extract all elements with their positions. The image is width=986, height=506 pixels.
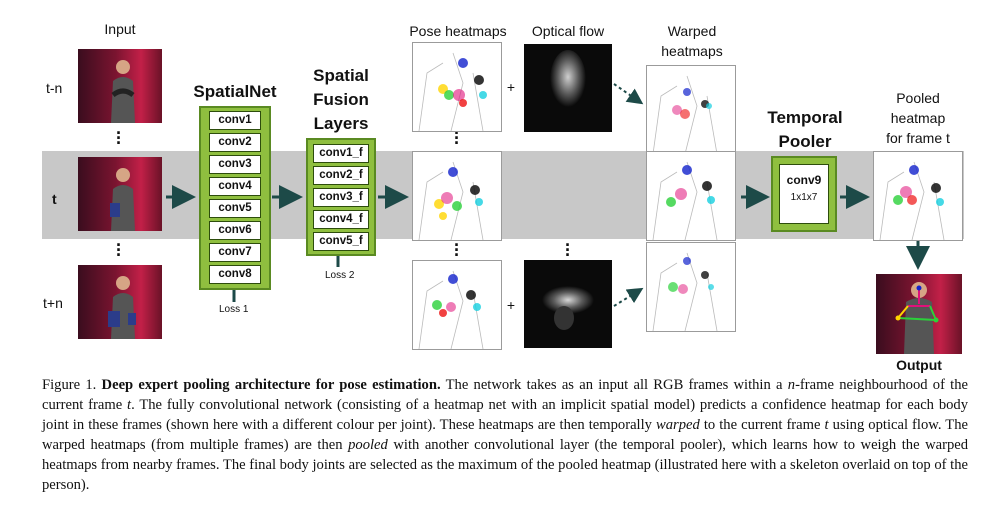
pose-heatmap-t-minus-n <box>412 42 502 132</box>
pooler-layer-label: conv9 <box>786 173 822 187</box>
fusion-block: conv1_f conv2_f conv3_f conv4_f conv5_f <box>306 138 376 256</box>
row-label-t-plus-n: t+n <box>43 295 63 311</box>
warped-heatmap-t <box>646 151 736 241</box>
caption-pooled: pooled <box>348 437 388 453</box>
pooled-heatmap <box>873 151 963 241</box>
caption-text: The network takes as an input all RGB fr… <box>445 377 783 393</box>
skeleton-overlay <box>895 282 939 354</box>
flow-field <box>550 50 586 110</box>
dashed-arrow-warp-bottom <box>613 287 644 307</box>
warped-heatmap-top <box>646 65 736 155</box>
fusion-title-1: Spatial <box>313 66 369 85</box>
optical-flow-bottom <box>524 260 612 348</box>
person-figure <box>110 168 135 231</box>
caption-text: . The fully convolutional network (consi… <box>42 397 969 433</box>
caption-text: with another convolutional layer (the te… <box>42 437 969 493</box>
pose-heatmap-t <box>412 151 502 241</box>
spatialnet-layer: conv6 <box>209 221 261 240</box>
heatmap-blobs <box>418 161 484 240</box>
spatialnet-layer: conv8 <box>209 265 261 284</box>
row-label-t-minus-n: t-n <box>46 80 63 96</box>
warped-heatmap-bottom <box>646 242 736 332</box>
fusion-title-2: Fusion <box>313 90 369 109</box>
caption-var-t: t <box>824 417 829 433</box>
vertical-dots: ··· <box>454 123 460 153</box>
spatialnet-layer: conv7 <box>209 243 261 262</box>
caption-var-n: n <box>787 377 796 393</box>
input-frame-t <box>78 157 162 231</box>
heatmap-blobs <box>652 161 718 240</box>
fusion-layer: conv5_f <box>313 232 369 251</box>
pooled-label-1: Pooled <box>896 90 940 106</box>
heatmap-blobs <box>418 270 484 349</box>
caption-text: to the current frame <box>703 417 821 433</box>
spatialnet-block: conv1 conv2 conv3 conv4 conv5 conv6 conv… <box>199 106 271 290</box>
fusion-title-3: Layers <box>313 114 369 133</box>
spatialnet-layer: conv4 <box>209 177 261 196</box>
caption-text: -frame neighbourhood of the current fram… <box>42 377 969 413</box>
caption-warped: warped <box>656 417 700 433</box>
fusion-layer: conv3_f <box>313 188 369 207</box>
pooled-label-3: for frame t <box>886 130 950 146</box>
warped-label-2: heatmaps <box>661 43 723 59</box>
pose-heatmaps-label: Pose heatmaps <box>409 23 507 39</box>
fusion-layer: conv4_f <box>313 210 369 229</box>
pooler-block: conv9 1x1x7 <box>771 156 837 232</box>
fusion-layer: conv2_f <box>313 166 369 185</box>
row-label-t: t <box>52 191 57 207</box>
loss-1-label: Loss 1 <box>219 304 249 315</box>
heatmap-blobs <box>652 75 718 154</box>
vertical-dots: ··· <box>116 123 122 153</box>
fusion-layer: conv1_f <box>313 144 369 163</box>
spatialnet-layer: conv5 <box>209 199 261 218</box>
pooler-inner: conv9 1x1x7 <box>779 164 829 224</box>
pooled-label-2: heatmap <box>890 110 946 126</box>
spatialnet-layer: conv2 <box>209 133 261 152</box>
loss-2-label: Loss 2 <box>325 270 355 281</box>
person-figure <box>111 60 135 123</box>
figure-caption: Figure 1. Deep expert pooling architectu… <box>42 375 968 495</box>
caption-var-t: t <box>127 397 132 413</box>
caption-title: Deep expert pooling architecture for pos… <box>101 377 441 393</box>
input-label: Input <box>104 21 136 37</box>
vertical-dots: ··· <box>565 235 571 265</box>
vertical-dots: ··· <box>454 235 460 265</box>
spatialnet-layer: conv3 <box>209 155 261 174</box>
spatialnet-title: SpatialNet <box>193 82 277 101</box>
pooler-kernel-label: 1x1x7 <box>790 192 818 203</box>
optical-flow-top <box>524 44 612 132</box>
vertical-dots: ··· <box>116 235 122 265</box>
flow-field <box>542 286 594 330</box>
caption-figure-number: Figure 1. <box>42 377 97 393</box>
heatmap-blobs <box>418 52 487 131</box>
plus-sign-top: + <box>506 79 516 95</box>
caption-text: using optical flow. The warped heatmaps … <box>42 417 968 453</box>
heatmap-blobs <box>879 161 945 240</box>
pooler-title-1: Temporal <box>767 108 843 127</box>
dashed-arrow-warp-top <box>613 83 644 105</box>
output-label: Output <box>896 357 942 373</box>
warped-label-1: Warped <box>667 23 717 39</box>
pose-heatmap-t-plus-n <box>412 260 502 350</box>
plus-sign-bottom: + <box>506 297 516 313</box>
pooler-title-2: Pooler <box>778 132 832 151</box>
spatialnet-layer: conv1 <box>209 111 261 130</box>
output-frame <box>876 274 962 354</box>
flow-arrows <box>166 83 930 307</box>
person-figure <box>108 276 136 339</box>
input-frame-t-plus-n <box>78 265 162 339</box>
heatmap-blobs <box>652 252 718 331</box>
input-frame-t-minus-n <box>78 49 162 123</box>
optical-flow-label: Optical flow <box>531 23 605 39</box>
